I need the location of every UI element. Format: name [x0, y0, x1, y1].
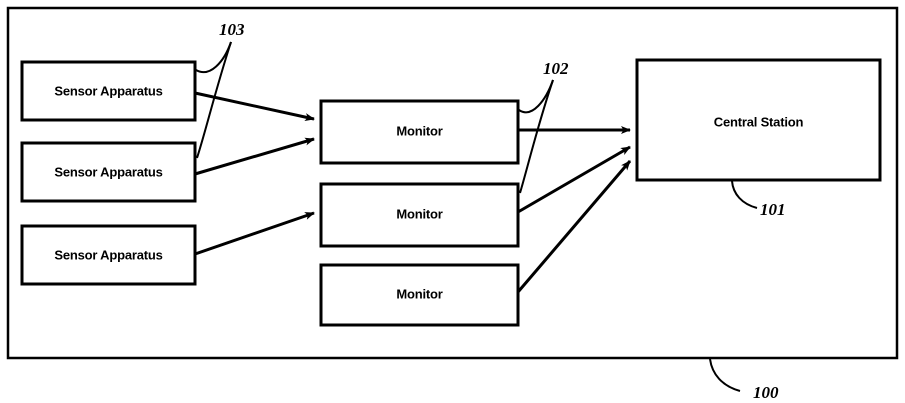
- monitor-2-label: Monitor: [396, 206, 442, 221]
- central-station-label: Central Station: [714, 114, 804, 129]
- system-boundary-frame: [6, 6, 899, 360]
- reference-numeral-100: 100: [753, 383, 779, 402]
- reference-numeral-101: 101: [760, 200, 786, 219]
- sensor-apparatus-3[interactable]: Sensor Apparatus: [20, 224, 197, 286]
- sensor-apparatus-3-label: Sensor Apparatus: [54, 247, 162, 262]
- central-station-box[interactable]: [635, 58, 882, 182]
- monitor-2[interactable]: Monitor: [319, 182, 520, 248]
- monitor-3-box[interactable]: [319, 263, 520, 327]
- sensor-apparatus-1[interactable]: Sensor Apparatus: [20, 60, 197, 122]
- arrow-sensor3-to-monitor2: [194, 211, 315, 256]
- monitor-3-label: Monitor: [396, 286, 442, 301]
- sensor-apparatus-2-box[interactable]: [20, 141, 197, 203]
- sensor-apparatus-2[interactable]: Sensor Apparatus: [20, 141, 197, 203]
- monitor-2-box[interactable]: [319, 182, 520, 248]
- leader-100-to-frame: [709, 358, 741, 392]
- leader-102-to-monitor2: [519, 79, 554, 194]
- sensor-apparatus-1-label: Sensor Apparatus: [54, 83, 162, 98]
- monitor-1-box[interactable]: [319, 99, 520, 165]
- reference-numeral-103: 103: [219, 20, 245, 39]
- leader-101-to-central-station: [731, 180, 758, 209]
- arrow-monitor3-to-central-station: [516, 160, 632, 293]
- sensor-apparatus-2-label: Sensor Apparatus: [54, 164, 162, 179]
- sensor-apparatus-1-box[interactable]: [20, 60, 197, 122]
- reference-numeral-102: 102: [543, 59, 569, 78]
- sensor-apparatus-3-box[interactable]: [20, 224, 197, 286]
- leader-103-to-sensor2: [196, 41, 232, 159]
- central-station[interactable]: Central Station: [635, 58, 882, 182]
- monitor-1[interactable]: Monitor: [319, 99, 520, 165]
- monitor-1-label: Monitor: [396, 123, 442, 138]
- arrow-monitor2-to-central-station: [517, 145, 631, 214]
- arrow-sensor2-to-monitor1: [194, 137, 315, 176]
- monitor-3[interactable]: Monitor: [319, 263, 520, 327]
